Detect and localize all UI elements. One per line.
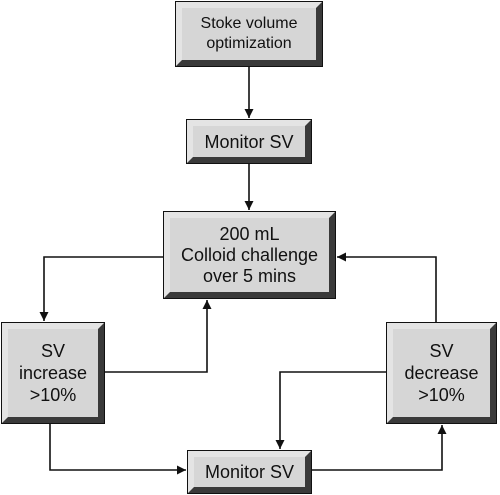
arrow-decrease-to-monitor [275, 371, 386, 449]
node-line: >10% [29, 385, 77, 405]
sv-decrease-node-text: SV decrease >10% [404, 340, 478, 406]
monitor-sv-node-top: Monitor SV [186, 119, 312, 164]
monitor-sv-node-bottom-text: Monitor SV [205, 461, 294, 483]
sv-decrease-node: SV decrease >10% [386, 322, 497, 424]
arrow-challenge-to-increase [39, 256, 163, 321]
colloid-challenge-node-text: 200 mL Colloid challenge over 5 mins [181, 224, 318, 287]
arrow-increase-to-monitor [49, 424, 186, 475]
node-line: Monitor SV [204, 131, 294, 152]
colloid-challenge-node: 200 mL Colloid challenge over 5 mins [163, 211, 336, 299]
node-line: Stoke volume [200, 15, 298, 32]
node-line: optimization [206, 35, 292, 52]
monitor-sv-node-top-text: Monitor SV [204, 131, 293, 153]
start-node: Stoke volume optimization [175, 1, 323, 67]
sv-increase-node: SV increase >10% [1, 322, 105, 424]
arrow-decrease-to-challenge [337, 252, 437, 322]
node-line: 200 mL [219, 223, 280, 244]
arrow-monitor-to-decrease [312, 425, 447, 471]
node-line: increase [18, 363, 88, 383]
node-line: Monitor SV [204, 462, 295, 482]
node-line: SV [429, 341, 454, 361]
start-node-text: Stoke volume optimization [201, 14, 298, 54]
monitor-sv-node-bottom: Monitor SV [187, 450, 312, 494]
sv-increase-node-text: SV increase >10% [19, 340, 87, 406]
node-line: SV [40, 341, 65, 361]
node-line: over 5 mins [202, 265, 297, 286]
node-line: >10% [418, 385, 465, 405]
node-line: decrease [404, 363, 479, 383]
node-line: Colloid challenge [180, 244, 319, 265]
arrow-increase-to-challenge [105, 300, 212, 373]
